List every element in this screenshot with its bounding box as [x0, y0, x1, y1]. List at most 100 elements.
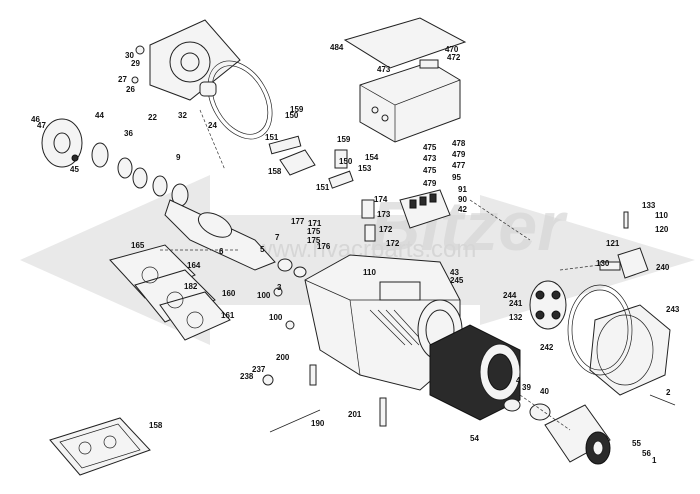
callout-label: 91: [458, 185, 467, 194]
bushing-39: [529, 403, 551, 421]
leader-line: [559, 264, 601, 271]
callout-label: 165: [131, 241, 145, 250]
callout-label: 473: [377, 65, 391, 74]
callout-label: 240: [656, 263, 670, 272]
bearing-stack: [91, 142, 189, 207]
callout-label: 7: [275, 233, 280, 242]
screw-30: [135, 45, 145, 55]
callout-label: 164: [187, 261, 201, 270]
callout-label: 150: [285, 111, 299, 120]
callout-label: 90: [458, 195, 467, 204]
callout-label: 30: [125, 51, 134, 60]
callout-label: 26: [126, 85, 135, 94]
callout-label: 95: [452, 173, 461, 182]
callout-label: 24: [208, 121, 217, 130]
plug-100: [285, 320, 295, 330]
callout-label: 242: [540, 343, 554, 352]
callout-label: 43: [450, 268, 459, 277]
callout-label: 176: [317, 242, 331, 251]
callout-label: 158: [268, 167, 282, 176]
callout-label: 472: [447, 53, 461, 62]
callout-label: 172: [379, 225, 393, 234]
callout-label: 159: [337, 135, 351, 144]
callout-label: 22: [148, 113, 157, 122]
callout-label: 32: [178, 111, 187, 120]
callout-label: 2: [666, 388, 671, 397]
callout-label: 153: [358, 164, 372, 173]
callout-label: 1: [652, 456, 657, 465]
callout-label: 200: [276, 353, 290, 362]
plug-237: [262, 374, 274, 386]
callout-label: 3: [277, 283, 282, 292]
callout-label: 130: [596, 259, 610, 268]
ring-2: [503, 398, 521, 412]
callout-label: 40: [540, 387, 549, 396]
callout-label: 4: [516, 376, 521, 385]
solenoid-fittings: [268, 135, 376, 242]
callout-label: 160: [222, 289, 236, 298]
callout-label: 175: [307, 236, 321, 245]
leader-line: [519, 394, 571, 431]
end-cover: [41, 118, 83, 168]
plug-100b: [273, 287, 283, 297]
gasket-set: [49, 417, 151, 476]
callout-label: 478: [452, 139, 466, 148]
callout-label: 100: [257, 291, 271, 300]
callout-label: 470: [445, 45, 459, 54]
callout-label: 151: [265, 133, 279, 142]
callout-label: 477: [452, 161, 466, 170]
suction-flange: [149, 19, 273, 140]
terminal-plate: [529, 280, 567, 330]
gasket-ring-240: [567, 284, 633, 376]
callout-label: 100: [269, 313, 283, 322]
callout-label: 479: [452, 150, 466, 159]
motor-rotor: [544, 404, 611, 465]
callout-label: 244: [503, 291, 517, 300]
callout-label: 133: [642, 201, 656, 210]
callout-label: 29: [131, 59, 140, 68]
callout-label: 473: [423, 154, 437, 163]
callout-label: 36: [124, 129, 133, 138]
callout-label: 110: [655, 211, 668, 220]
sight-rod-190: [269, 409, 321, 433]
callout-label: 55: [632, 439, 641, 448]
callout-label: 177: [291, 217, 305, 226]
callout-label: 241: [509, 299, 523, 308]
discharge-valve-assembly: [599, 211, 649, 279]
bolt-200: [309, 364, 317, 386]
callout-label: 190: [311, 419, 325, 428]
leader-line: [469, 199, 531, 241]
callout-label: 243: [666, 305, 680, 314]
callout-label: 46: [31, 115, 40, 124]
callout-label: 171: [308, 219, 322, 228]
callout-label: 173: [377, 210, 391, 219]
callout-label: 150: [339, 157, 353, 166]
rotor-shaft: [164, 199, 307, 278]
callout-label: 475: [423, 166, 437, 175]
motor-stator: [429, 324, 521, 421]
callout-label: 9: [176, 153, 181, 162]
callout-label: 484: [330, 43, 344, 52]
callout-label: 238: [240, 372, 254, 381]
callout-label: 121: [606, 239, 620, 248]
bolt-201: [379, 397, 387, 427]
callout-label: 39: [522, 383, 531, 392]
callout-label: 120: [655, 225, 669, 234]
callout-label: 237: [252, 365, 266, 374]
callout-label: 6: [219, 247, 224, 256]
screw-27: [131, 76, 139, 84]
callout-label: 172: [386, 239, 400, 248]
callout-label: 56: [642, 449, 651, 458]
callout-label: 475: [423, 143, 437, 152]
callout-label: 44: [95, 111, 104, 120]
valve-plates: [109, 244, 231, 341]
callout-label: 45: [70, 165, 79, 174]
callout-label: 175: [307, 227, 321, 236]
callout-label: 27: [118, 75, 127, 84]
callout-label: 159: [290, 105, 304, 114]
terminal-box: [343, 17, 467, 143]
callout-label: 151: [316, 183, 330, 192]
bolt-243: [649, 394, 676, 406]
